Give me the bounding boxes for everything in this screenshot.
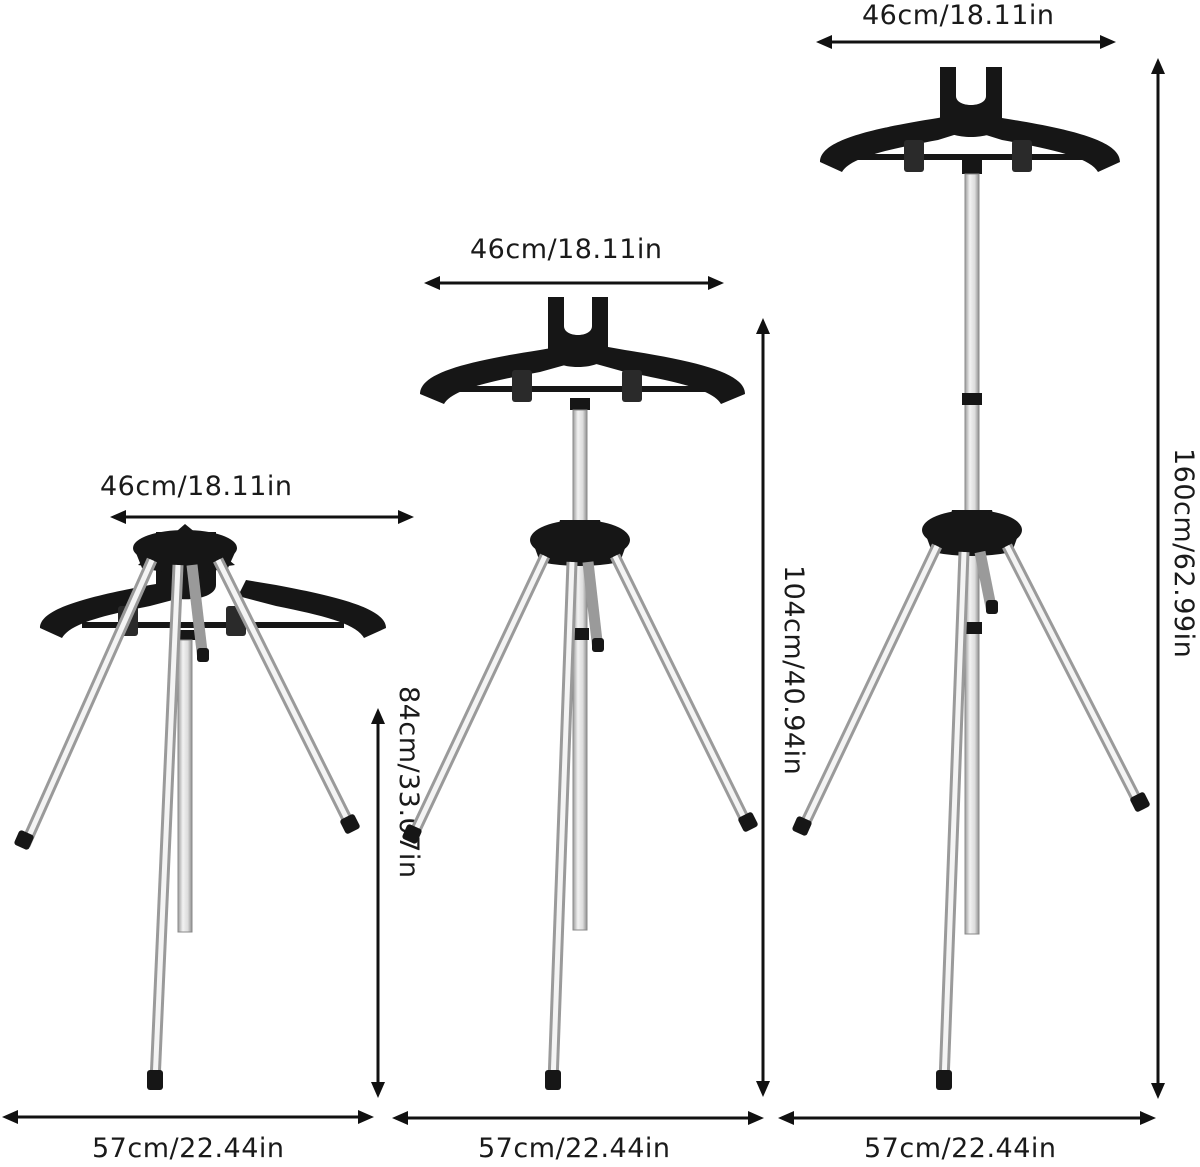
tripod-legs-large xyxy=(797,543,1145,1083)
hanger-width-label-small: 46cm/18.11in xyxy=(100,471,293,502)
base-width-label-medium: 57cm/22.44in xyxy=(478,1133,671,1164)
hanger-width-label-large: 46cm/18.11in xyxy=(862,0,1055,31)
tripod-legs-small xyxy=(19,557,355,1083)
tripod-legs-medium xyxy=(407,553,753,1083)
hanger-width-arrow-medium xyxy=(424,276,724,290)
stand-small: 46cm/18.11in xyxy=(0,0,424,1164)
height-label-large: 160cm/62.99in xyxy=(1168,448,1199,658)
pole-small xyxy=(177,639,193,933)
base-width-label-small: 57cm/22.44in xyxy=(92,1133,285,1164)
base-width-arrow-small xyxy=(2,1110,374,1124)
height-arrow-small xyxy=(371,708,385,1098)
hanger-width-arrow-large xyxy=(816,35,1116,49)
base-width-arrow-medium xyxy=(392,1111,764,1125)
base-width-label-large: 57cm/22.44in xyxy=(864,1133,1057,1164)
height-label-medium: 104cm/40.94in xyxy=(778,565,809,775)
pole-medium xyxy=(572,409,588,931)
height-label-small: 84cm/33.07in xyxy=(393,686,424,879)
hanger-width-label-medium: 46cm/18.11in xyxy=(470,234,663,265)
stand-medium: 46cm/18.11in 104c xyxy=(392,234,809,1164)
leg-feet xyxy=(14,600,1150,1090)
hanger-large xyxy=(820,67,1120,174)
hanger-width-arrow-small xyxy=(110,510,414,524)
base-width-arrow-large xyxy=(778,1111,1156,1125)
height-arrow-medium xyxy=(756,318,770,1097)
height-arrow-large xyxy=(1151,58,1165,1099)
hanger-medium xyxy=(420,297,745,410)
stand-large: 46cm/18.11in xyxy=(778,0,1199,1164)
